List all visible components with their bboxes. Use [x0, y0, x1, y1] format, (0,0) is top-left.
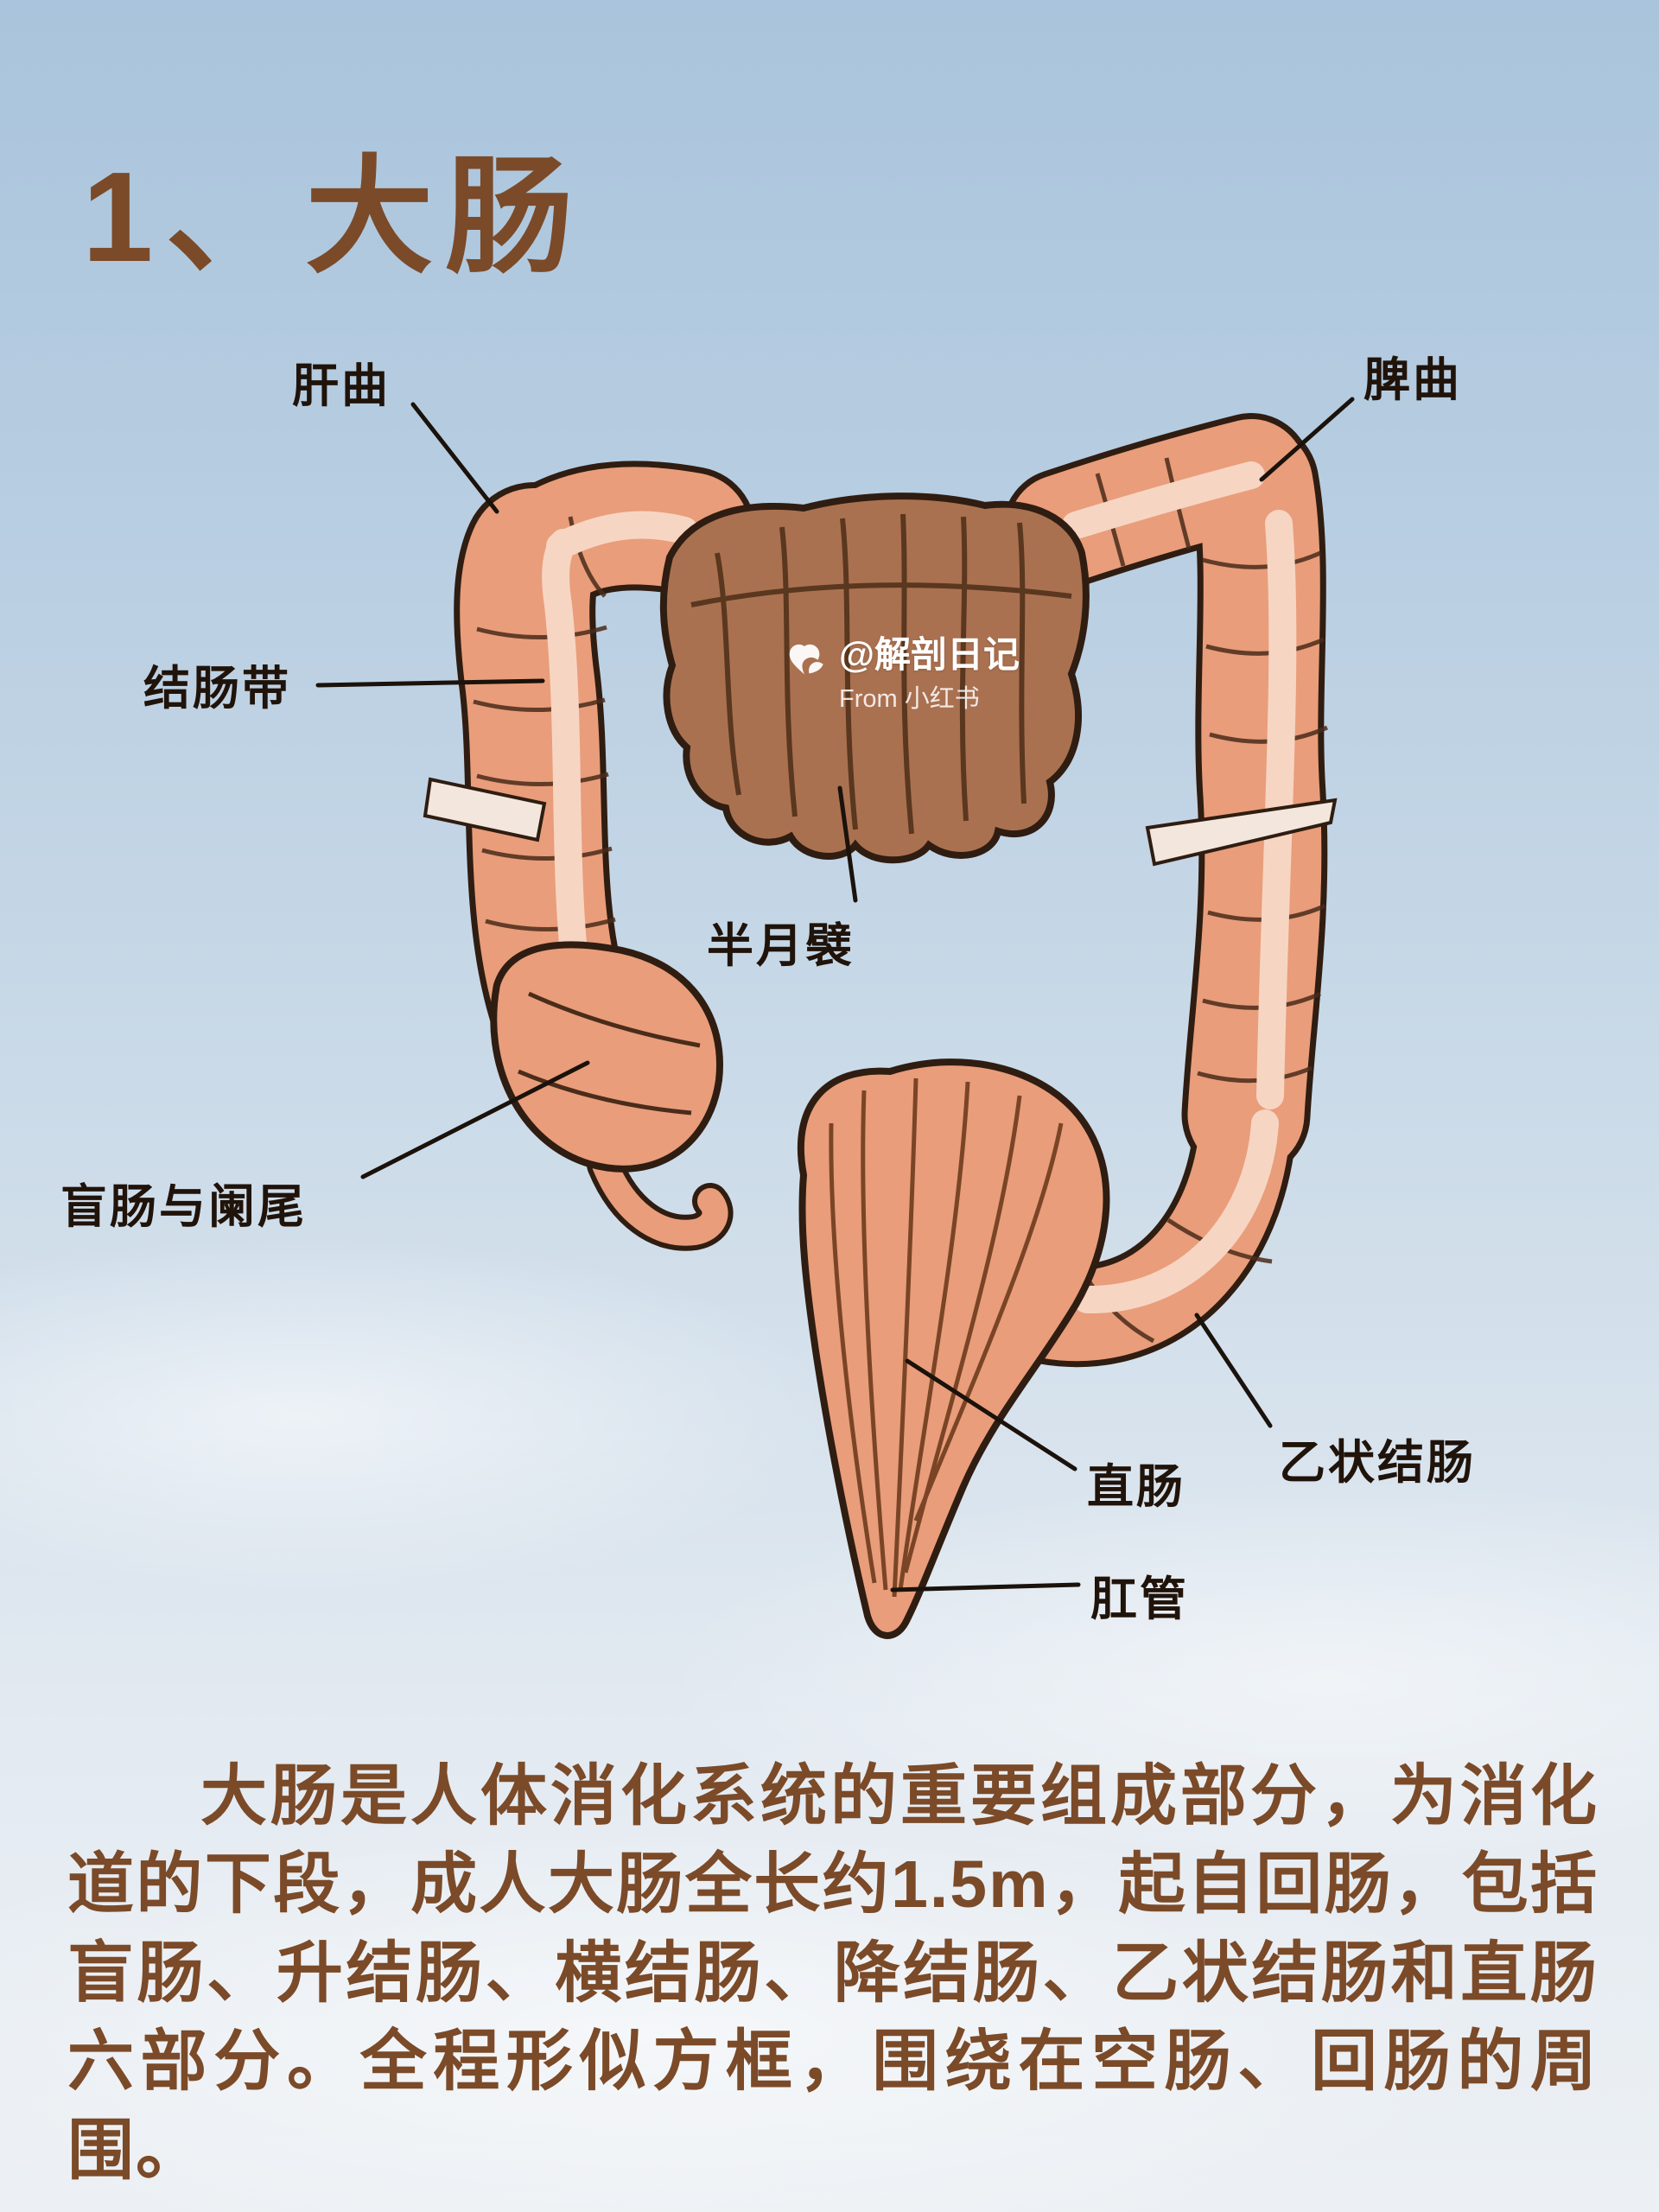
- leaf-icon: [789, 644, 823, 675]
- description-paragraph: 大肠是人体消化系统的重要组成部分，为消化道的下段，成人大肠全长约1.5m，起自回…: [67, 1759, 1599, 2188]
- leader-taenia-coli: [315, 678, 545, 688]
- leader-sigmoid-colon: [1194, 1313, 1273, 1428]
- leader-hepatic-flexure: [410, 402, 499, 514]
- label-cecum-appendix: 盲肠与阑尾: [60, 1181, 307, 1233]
- leader-cecum-appendix: [360, 1060, 590, 1179]
- label-leader-lines: [315, 397, 1355, 1592]
- page-title: 1、大肠: [82, 146, 586, 289]
- label-rectum: 直肠: [1087, 1461, 1185, 1513]
- mesenteric-ribbons: [423, 777, 1338, 867]
- cecum-appendix-shape: [490, 941, 734, 1251]
- watermark-handle: @解剖日记: [839, 634, 1020, 675]
- label-taenia-coli: 结肠带: [143, 663, 291, 715]
- label-semilunar-folds: 半月襞: [707, 920, 855, 972]
- leader-anal-canal: [890, 1582, 1081, 1592]
- watermark-text: @解剖日记 From 小红书: [839, 634, 1020, 715]
- transverse-colon-brown-section: [659, 493, 1090, 864]
- leader-rectum: [905, 1358, 1077, 1471]
- label-hepatic-flexure: 肝曲: [292, 360, 391, 412]
- watermark-source: From 小红书: [839, 685, 980, 714]
- leader-semilunar-folds: [837, 785, 858, 903]
- rectum-shape: [797, 1058, 1110, 1639]
- label-splenic-flexure: 脾曲: [1363, 354, 1462, 406]
- descending-colon: [1187, 425, 1322, 1173]
- watermark: @解剖日记 From 小红书: [782, 634, 1020, 715]
- label-sigmoid-colon: 乙状结肠: [1279, 1437, 1476, 1489]
- taenia-coli-bands: [542, 461, 1297, 1314]
- label-anal-canal: 肛管: [1090, 1573, 1189, 1625]
- leader-splenic-flexure: [1259, 397, 1355, 482]
